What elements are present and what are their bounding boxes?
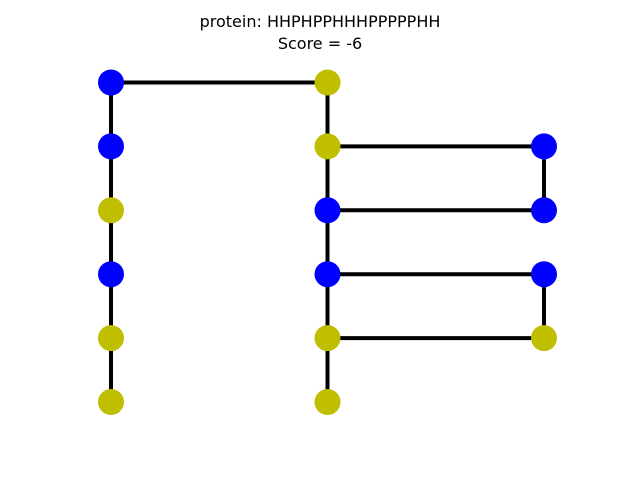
diagram-title: protein: HHPHPPHHHPPPPPHH xyxy=(199,12,441,31)
residue-h-node xyxy=(531,325,557,352)
residue-h-node xyxy=(98,389,124,415)
residue-h-node xyxy=(314,389,341,415)
residue-p-node xyxy=(98,69,124,96)
residue-p-node xyxy=(531,133,557,160)
residue-layer xyxy=(98,69,557,415)
residue-h-node xyxy=(98,197,124,224)
residue-h-node xyxy=(98,325,124,352)
residue-p-node xyxy=(531,197,557,224)
residue-p-node xyxy=(314,261,341,288)
residue-h-node xyxy=(314,69,341,96)
bond-layer xyxy=(109,80,546,402)
residue-p-node xyxy=(531,261,557,288)
score-label: Score = -6 xyxy=(277,34,363,53)
residue-p-node xyxy=(98,261,124,288)
residue-p-node xyxy=(314,197,341,224)
residue-p-node xyxy=(98,133,124,160)
residue-h-node xyxy=(314,325,341,352)
residue-h-node xyxy=(314,133,341,160)
